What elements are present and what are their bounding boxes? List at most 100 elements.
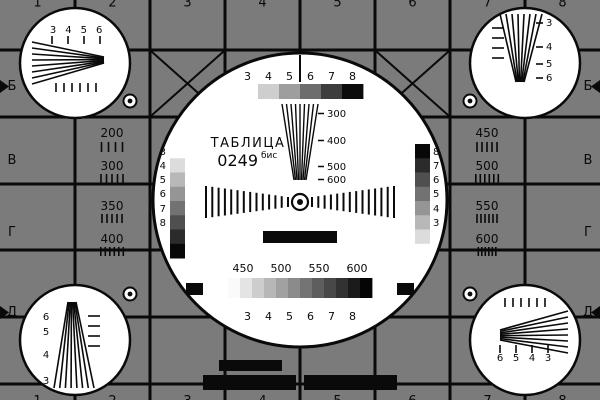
fan-line [522, 13, 537, 83]
lab-panel-right-text: 450 [476, 126, 499, 140]
grating-300 [100, 174, 124, 183]
gray-step [300, 278, 313, 298]
fan-line [519, 13, 525, 83]
black-square-right [397, 283, 414, 295]
fan-line [75, 301, 95, 389]
lab-rows-right-text: В [584, 153, 593, 168]
fan-line [31, 53, 105, 60]
lab-bl-text: 4 [43, 350, 49, 361]
lab-bottom-scale-text: 6 [307, 310, 314, 323]
edge-triangle-right-top [591, 80, 600, 93]
lab-cols-bottom-text: 5 [333, 394, 341, 400]
lab-tr-text: 6 [546, 73, 552, 84]
lab-top-scale-text: 7 [328, 70, 335, 83]
gray-step [170, 229, 185, 245]
lab-burst-text: 450 [233, 262, 254, 275]
fan-line [499, 316, 569, 333]
grayscale-strip-right [415, 144, 430, 259]
fan-line [499, 310, 569, 331]
lab-wedge-text: 300 [327, 109, 346, 120]
gray-step [300, 84, 322, 99]
lab-rows-left-text: Б [8, 79, 17, 94]
fan-line [64, 301, 72, 389]
lab-cols-top-text: 2 [108, 0, 116, 11]
gray-step [321, 84, 343, 99]
lab-wedge-text: 600 [327, 175, 346, 186]
lab-strip-right-text: 6 [433, 175, 439, 186]
fan-line [499, 337, 569, 348]
lab-top-scale-text: 6 [307, 70, 314, 83]
resolution-fan-top-right [499, 13, 543, 83]
grating-400 [100, 247, 125, 256]
lab-bottom-scale-text: 7 [328, 310, 335, 323]
lab-strip-left-text: 6 [160, 189, 166, 200]
ticks-top-left [51, 36, 101, 44]
lab-br-text: 6 [497, 353, 503, 364]
lab-tr-text: 3 [546, 18, 552, 29]
fan-line [517, 13, 521, 83]
gray-step [170, 215, 185, 230]
fan-line [499, 339, 569, 354]
lab-bottom-scale-text: 5 [286, 310, 293, 323]
convergence-marker-dot [467, 98, 473, 104]
diagonal-lines [150, 50, 450, 117]
convergence-marker-dot [127, 291, 133, 297]
fan-line [499, 13, 517, 83]
gray-step [360, 278, 373, 298]
horizontal-resolution-wedge-left [205, 186, 289, 218]
lab-strip-right-text: 3 [433, 218, 439, 229]
gray-step [415, 243, 430, 259]
lab-burst-text: 500 [271, 262, 292, 275]
lab-panel-right-text: 600 [476, 232, 499, 246]
fan-line [31, 60, 105, 73]
lab-rows-right-text: Б [584, 79, 593, 94]
lab-br-text: 4 [529, 353, 535, 364]
corner-circle-bottom-right [468, 283, 582, 397]
gray-step [170, 243, 185, 259]
fan-line [290, 103, 298, 181]
lab-top-scale-text: 5 [286, 70, 293, 83]
fan-line [294, 103, 300, 181]
gray-step [336, 278, 349, 298]
lab-rows-left-text: В [8, 153, 17, 168]
gray-step [415, 172, 430, 188]
lab-bl-text: 3 [43, 376, 49, 387]
lab-cols-bottom-text: 6 [408, 394, 416, 400]
edge-triangle-left-top [0, 80, 9, 93]
lab-cols-bottom-text: 3 [183, 394, 191, 400]
lab-cols-bottom-text: 1 [33, 394, 41, 400]
lab-panel-left-text: 300 [101, 159, 124, 173]
grayscale-staircase-top [237, 84, 364, 99]
fan-line [523, 13, 543, 83]
fan-line [305, 103, 319, 181]
lab-cols-bottom-text: 7 [483, 394, 491, 400]
grating-500 [474, 174, 500, 183]
lab-panel-right-text: 500 [476, 159, 499, 173]
lab-tl-text: 6 [96, 25, 102, 36]
fan-line [285, 103, 297, 181]
lab-rows-left-text: Д [7, 305, 17, 320]
fan-line [71, 301, 78, 389]
lab-panel-left-text: 400 [101, 232, 124, 246]
lab-strip-right-text: 4 [433, 204, 439, 215]
lab-strip-left-text: 4 [160, 161, 166, 172]
fan-line [499, 336, 569, 342]
gray-step [170, 172, 185, 188]
grayscale-strip-left [170, 144, 185, 259]
card-number-suffix: бис [261, 151, 277, 161]
lab-burst-text: 600 [347, 262, 368, 275]
gray-step [170, 158, 185, 173]
gray-step [288, 278, 301, 298]
lab-strip-left-text: 3 [160, 147, 166, 158]
card-title: ТАБЛИЦА [210, 136, 286, 151]
lab-cols-bottom-text: 8 [558, 394, 566, 400]
gray-step [342, 84, 364, 99]
gray-step [415, 201, 430, 216]
